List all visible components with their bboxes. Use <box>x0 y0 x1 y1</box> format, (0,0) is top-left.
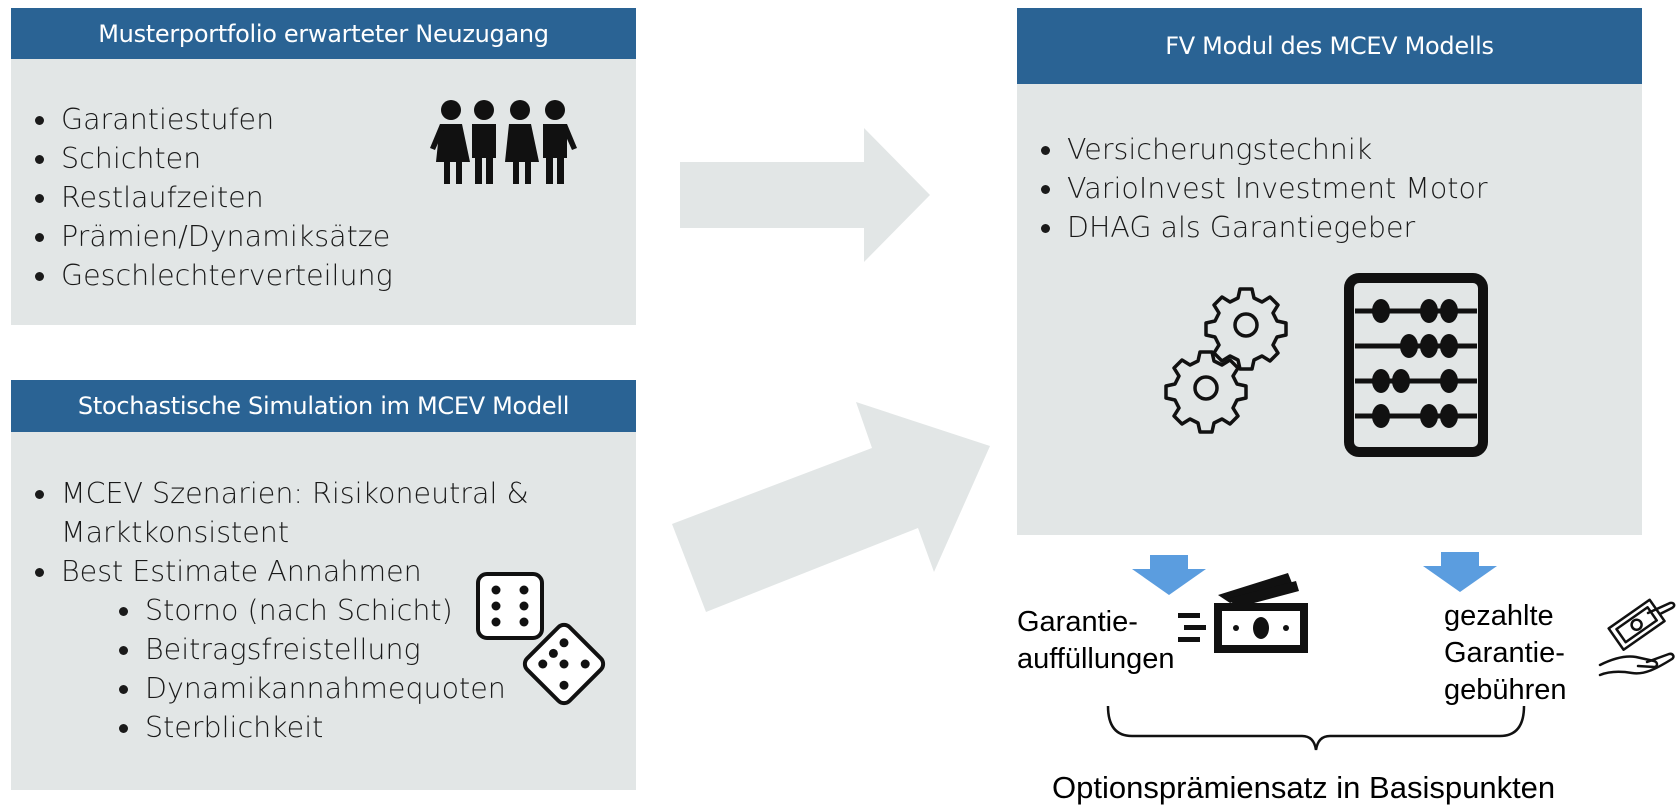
arrow-diagonal-icon <box>672 402 990 612</box>
list-item: MCEV Szenarien: Risikoneutral & <box>11 474 529 513</box>
label-line: Garantie- <box>1017 606 1138 638</box>
list-item: Marktkonsistent <box>11 513 529 552</box>
sub-list-item: Beitragsfreistellung <box>11 630 529 669</box>
label-line: Garantie- <box>1444 637 1565 669</box>
fv-module-list: Versicherungstechnik VarioInvest Investm… <box>1017 130 1488 247</box>
arrow-right-icon <box>680 128 930 262</box>
list-item: Prämien/Dynamiksätze <box>11 217 393 256</box>
list-item: Best Estimate Annahmen <box>11 552 529 591</box>
portfolio-box: Musterportfolio erwarteter Neuzugang Gar… <box>11 8 636 325</box>
fv-module-box-title: FV Modul des MCEV Modells <box>1017 8 1642 84</box>
fv-module-box: FV Modul des MCEV Modells Versicherungst… <box>1017 8 1642 535</box>
list-item: Restlaufzeiten <box>11 178 393 217</box>
list-item: Garantiestufen <box>11 100 393 139</box>
summary-bracket <box>1106 705 1526 751</box>
dice-icon <box>476 572 606 706</box>
gears-icon <box>1164 287 1288 434</box>
list-item: Geschlechterverteilung <box>11 256 393 295</box>
paid-fees-label: gezahlte Garantie- gebühren <box>1444 598 1567 709</box>
label-line: auffüllungen <box>1017 643 1175 675</box>
list-item: VarioInvest Investment Motor <box>1017 169 1488 208</box>
list-item-continuation: Marktkonsistent <box>61 516 289 549</box>
down-arrow-left-icon <box>1132 555 1206 595</box>
simulation-box: Stochastische Simulation im MCEV Modell … <box>11 380 636 790</box>
banknote-icon <box>1178 573 1308 653</box>
portfolio-list: Garantiestufen Schichten Restlaufzeiten … <box>11 100 393 295</box>
simulation-box-title: Stochastische Simulation im MCEV Modell <box>11 380 636 432</box>
guarantee-fills-label: Garantie- auffüllungen <box>1017 604 1175 678</box>
list-item: Versicherungstechnik <box>1017 130 1488 169</box>
people-group-icon <box>430 100 577 184</box>
portfolio-box-title: Musterportfolio erwarteter Neuzugang <box>11 8 636 59</box>
abacus-icon <box>1344 273 1488 457</box>
result-label: Optionsprämiensatz in Basispunkten <box>1052 770 1556 805</box>
list-item: DHAG als Garantiegeber <box>1017 208 1488 247</box>
money-hand-icon <box>1598 598 1676 677</box>
sub-list-item: Dynamikannahmequoten <box>11 669 529 708</box>
label-line: gezahlte <box>1444 600 1554 632</box>
down-arrow-right-icon <box>1423 552 1497 592</box>
simulation-list: MCEV Szenarien: Risikoneutral & Marktkon… <box>11 474 529 747</box>
list-item: Schichten <box>11 139 393 178</box>
label-line: gebühren <box>1444 674 1567 706</box>
sub-list-item: Storno (nach Schicht) <box>11 591 529 630</box>
sub-list-item: Sterblichkeit <box>11 708 529 747</box>
